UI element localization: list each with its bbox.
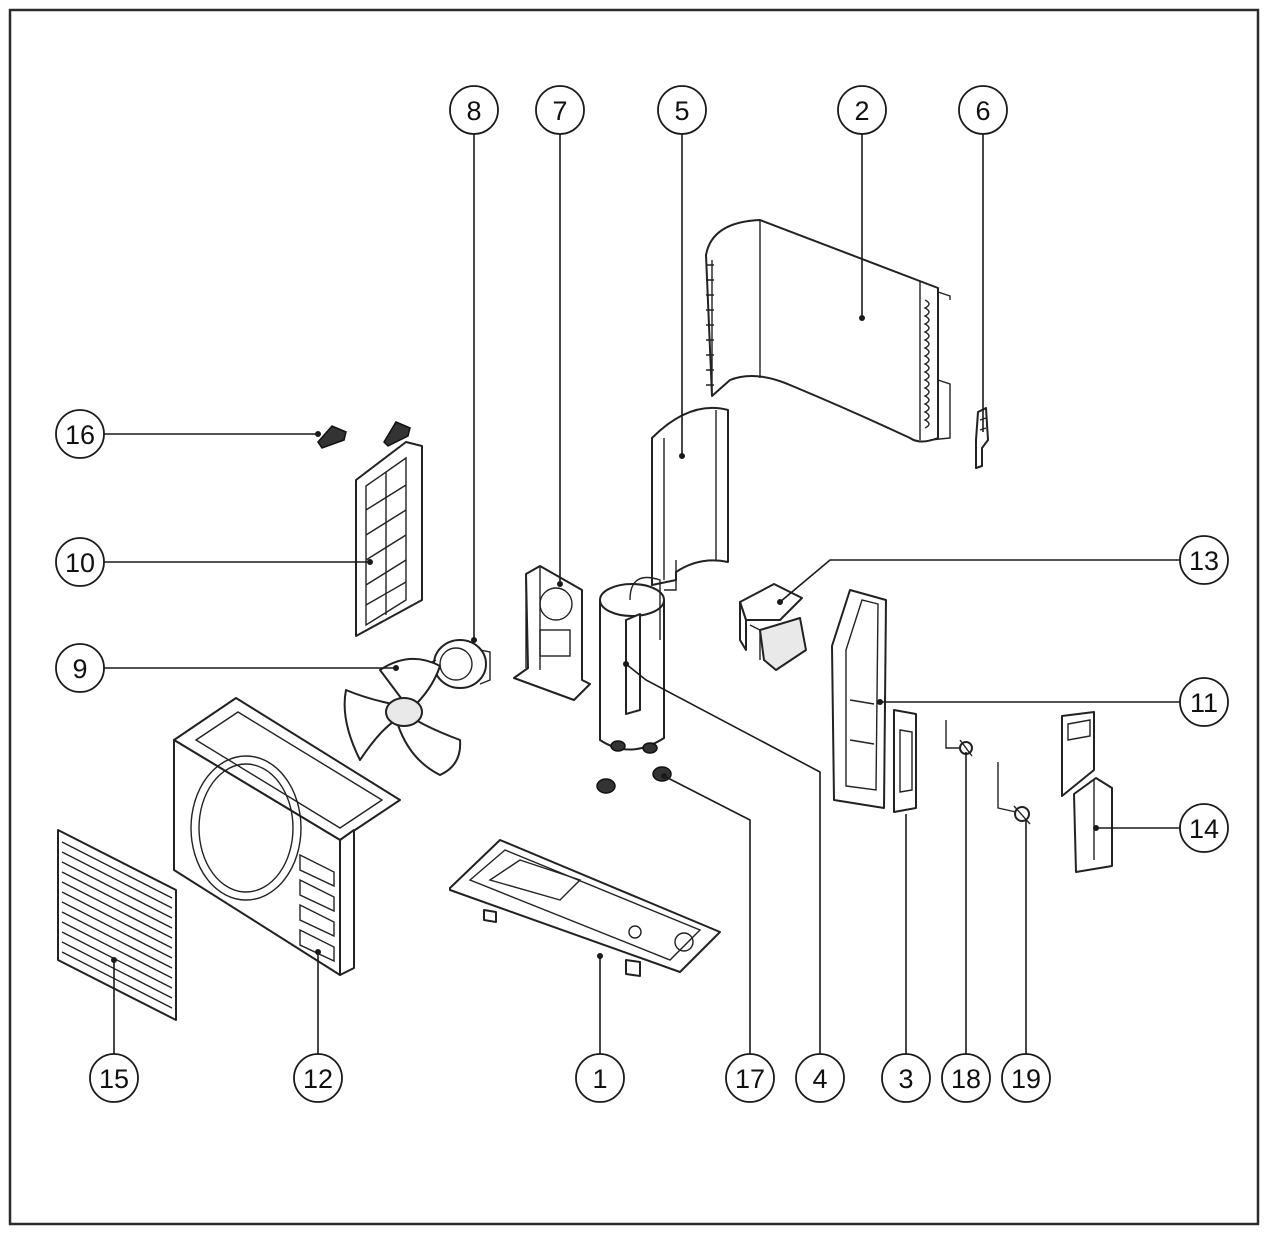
callout-1: 1 <box>575 1053 625 1103</box>
callout-label: 11 <box>1190 688 1218 718</box>
part-compressor <box>599 560 677 754</box>
callout-3: 3 <box>881 1053 931 1103</box>
callout-circle <box>293 1053 343 1103</box>
leader-line-13 <box>779 559 1180 603</box>
callout-13: 13 <box>1179 535 1229 585</box>
callout-circle <box>449 85 499 135</box>
callout-label: 7 <box>552 96 567 126</box>
callout-15: 15 <box>89 1053 139 1103</box>
callout-8: 8 <box>449 85 499 135</box>
part-large-valve <box>997 762 1031 825</box>
part-fan-blade <box>343 657 462 776</box>
callout-12: 12 <box>293 1053 343 1103</box>
callout-14: 14 <box>1179 803 1229 853</box>
callout-16: 16 <box>55 409 105 459</box>
leader-dot-12 <box>315 949 321 955</box>
callout-17: 17 <box>725 1053 775 1103</box>
callout-circle <box>958 85 1008 135</box>
part-rear-grille <box>355 441 423 637</box>
callout-circle <box>89 1053 139 1103</box>
callout-label: 5 <box>674 96 689 126</box>
leader-line-17 <box>663 775 751 1054</box>
leader-dot-13 <box>777 599 783 605</box>
callout-circle <box>881 1053 931 1103</box>
part-front-grille <box>57 829 177 1021</box>
callout-label: 18 <box>951 1064 981 1094</box>
callout-circle <box>725 1053 775 1103</box>
callout-circle <box>1179 803 1229 853</box>
callout-label: 12 <box>303 1064 333 1094</box>
callout-9: 9 <box>55 643 105 693</box>
part-side-panel <box>831 589 887 809</box>
callout-label: 10 <box>65 548 95 578</box>
callout-label: 14 <box>1189 814 1219 844</box>
part-condenser-coil <box>705 219 951 443</box>
callout-circle <box>535 85 585 135</box>
callout-circle <box>657 85 707 135</box>
leader-dot-4 <box>623 661 629 667</box>
callout-4: 4 <box>795 1053 845 1103</box>
part-electrical-box <box>739 583 807 671</box>
part-front-cabinet <box>173 697 401 976</box>
part-clips <box>317 421 411 449</box>
callout-circle <box>55 537 105 587</box>
leader-dot-16 <box>315 431 321 437</box>
leader-dot-11 <box>877 699 883 705</box>
callout-2: 2 <box>837 85 887 135</box>
callout-circle <box>55 409 105 459</box>
callout-label: 16 <box>65 420 95 450</box>
leader-dot-2 <box>859 315 865 321</box>
callout-label: 15 <box>99 1064 129 1094</box>
part-valve-plate <box>893 709 917 813</box>
callout-group: 8 7 5 2 6 16 10 13 9 11 14 15 12 1 17 4 3 18 19 <box>55 85 1229 1103</box>
callout-11: 11 <box>1179 677 1229 727</box>
callout-label: 3 <box>898 1064 913 1094</box>
part-valve-cover <box>1061 711 1113 873</box>
callout-circle <box>795 1053 845 1103</box>
callout-label: 1 <box>592 1064 607 1094</box>
leader-dot-1 <box>597 953 603 959</box>
callout-7: 7 <box>535 85 585 135</box>
callout-label: 17 <box>735 1064 765 1094</box>
part-base-pan <box>449 839 721 977</box>
callout-circle <box>837 85 887 135</box>
callout-18: 18 <box>941 1053 991 1103</box>
callout-circle <box>1001 1053 1051 1103</box>
callout-5: 5 <box>657 85 707 135</box>
leader-dot-10 <box>367 559 373 565</box>
callout-10: 10 <box>55 537 105 587</box>
callout-label: 6 <box>975 96 990 126</box>
callout-6: 6 <box>958 85 1008 135</box>
leader-lines <box>104 134 1180 1054</box>
leader-dot-7 <box>557 581 563 587</box>
leader-line-4 <box>625 663 821 1054</box>
callout-label: 2 <box>854 96 869 126</box>
leader-dot-8 <box>471 637 477 643</box>
leader-dot-15 <box>111 957 117 963</box>
callout-label: 13 <box>1189 546 1219 576</box>
callout-19: 19 <box>1001 1053 1051 1103</box>
leader-dot-14 <box>1093 825 1099 831</box>
leader-dot-9 <box>393 665 399 671</box>
callout-label: 9 <box>72 654 87 684</box>
leader-dot-17 <box>661 773 667 779</box>
callout-label: 4 <box>812 1064 827 1094</box>
callout-circle <box>55 643 105 693</box>
part-motor-bracket <box>513 565 591 701</box>
callout-circle <box>1179 677 1229 727</box>
callout-label: 19 <box>1011 1064 1041 1094</box>
part-pipe-clamp <box>975 407 989 469</box>
part-partition-panel <box>651 406 729 586</box>
callout-label: 8 <box>466 96 481 126</box>
callout-circle <box>941 1053 991 1103</box>
callout-circle <box>575 1053 625 1103</box>
leader-dot-5 <box>679 453 685 459</box>
callout-circle <box>1179 535 1229 585</box>
